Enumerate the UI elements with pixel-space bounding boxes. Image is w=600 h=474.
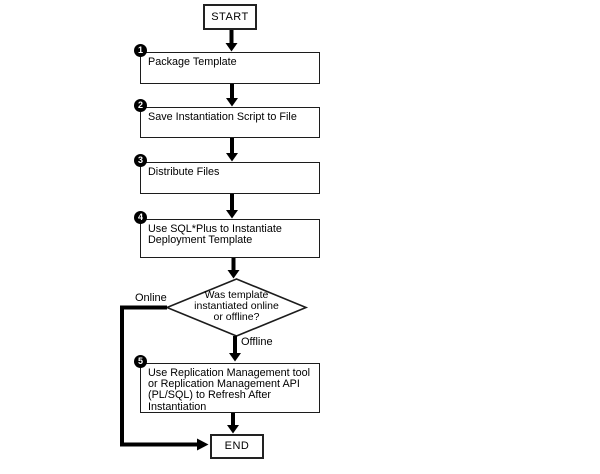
- arrow-step2-to-step3: [226, 138, 238, 162]
- step-distribute-files: 3 Distribute Files: [134, 154, 320, 194]
- arrow-start-to-step1: [225, 30, 238, 52]
- start-node: START: [203, 4, 257, 30]
- arrow-step4-to-decision: [227, 258, 240, 279]
- branch-label-offline: Offline: [240, 336, 274, 348]
- step-refresh-after-instantiation: 5 Use Replication Management tool or Rep…: [134, 355, 320, 413]
- end-node: END: [210, 434, 264, 459]
- step2-number-badge: 2: [134, 99, 147, 112]
- step3-label: Distribute Files: [148, 166, 220, 178]
- step2-label: Save Instantiation Script to File: [148, 111, 297, 123]
- arrow-step5-to-end: [227, 413, 239, 434]
- step4-number-badge: 4: [134, 211, 147, 224]
- arrow-online-bypass-to-end: [120, 305, 209, 451]
- step-use-sqlplus-instantiate: 4 Use SQL*Plus to Instantiate Deployment…: [134, 211, 320, 258]
- branch-label-online: Online: [134, 292, 168, 304]
- arrow-step3-to-step4: [226, 194, 238, 219]
- step5-label: Use Replication Management tool or Repli…: [148, 367, 311, 413]
- step5-number-badge: 5: [134, 355, 147, 368]
- step-package-template: 1 Package Template: [134, 44, 320, 84]
- step1-number-badge: 1: [134, 44, 147, 57]
- step3-number-badge: 3: [134, 154, 147, 167]
- step1-label: Package Template: [148, 56, 237, 68]
- start-label: START: [211, 11, 249, 23]
- step4-label: Use SQL*Plus to Instantiate Deployment T…: [148, 223, 282, 247]
- arrow-decision-to-step5: [229, 336, 241, 362]
- decision-question: Was template instantiated online or offl…: [194, 289, 279, 323]
- end-label: END: [224, 440, 250, 452]
- step-save-instantiation-script: 2 Save Instantiation Script to File: [134, 99, 320, 138]
- arrow-step1-to-step2: [226, 84, 238, 107]
